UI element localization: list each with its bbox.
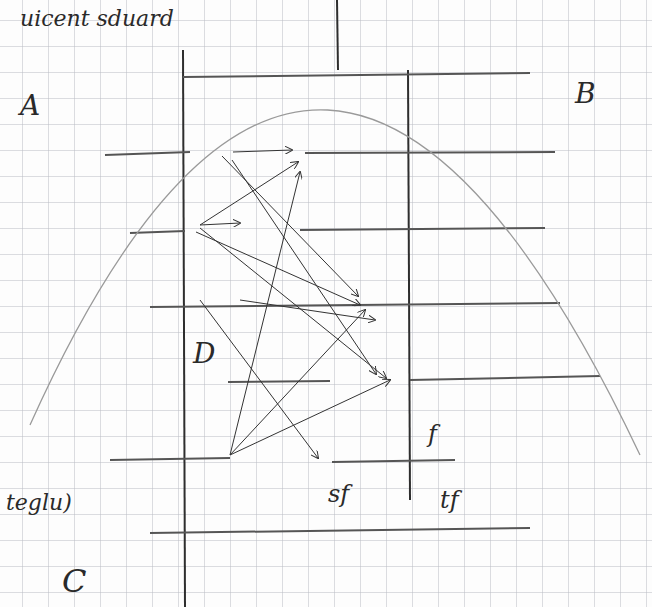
variable-label: sf (328, 482, 349, 506)
region-letter: B (575, 80, 596, 108)
note-text: uicent sduard (20, 8, 174, 30)
region-letter: A (20, 92, 40, 120)
variable-label: f (428, 422, 437, 446)
parabola (30, 110, 640, 455)
region-letter: C (62, 565, 86, 597)
horizontal-lines (105, 73, 600, 533)
note-text: teglu) (6, 492, 72, 514)
frame-lines (183, 0, 410, 607)
arrows (196, 150, 390, 458)
region-letter: D (193, 340, 215, 368)
variable-label: tf (440, 488, 459, 512)
